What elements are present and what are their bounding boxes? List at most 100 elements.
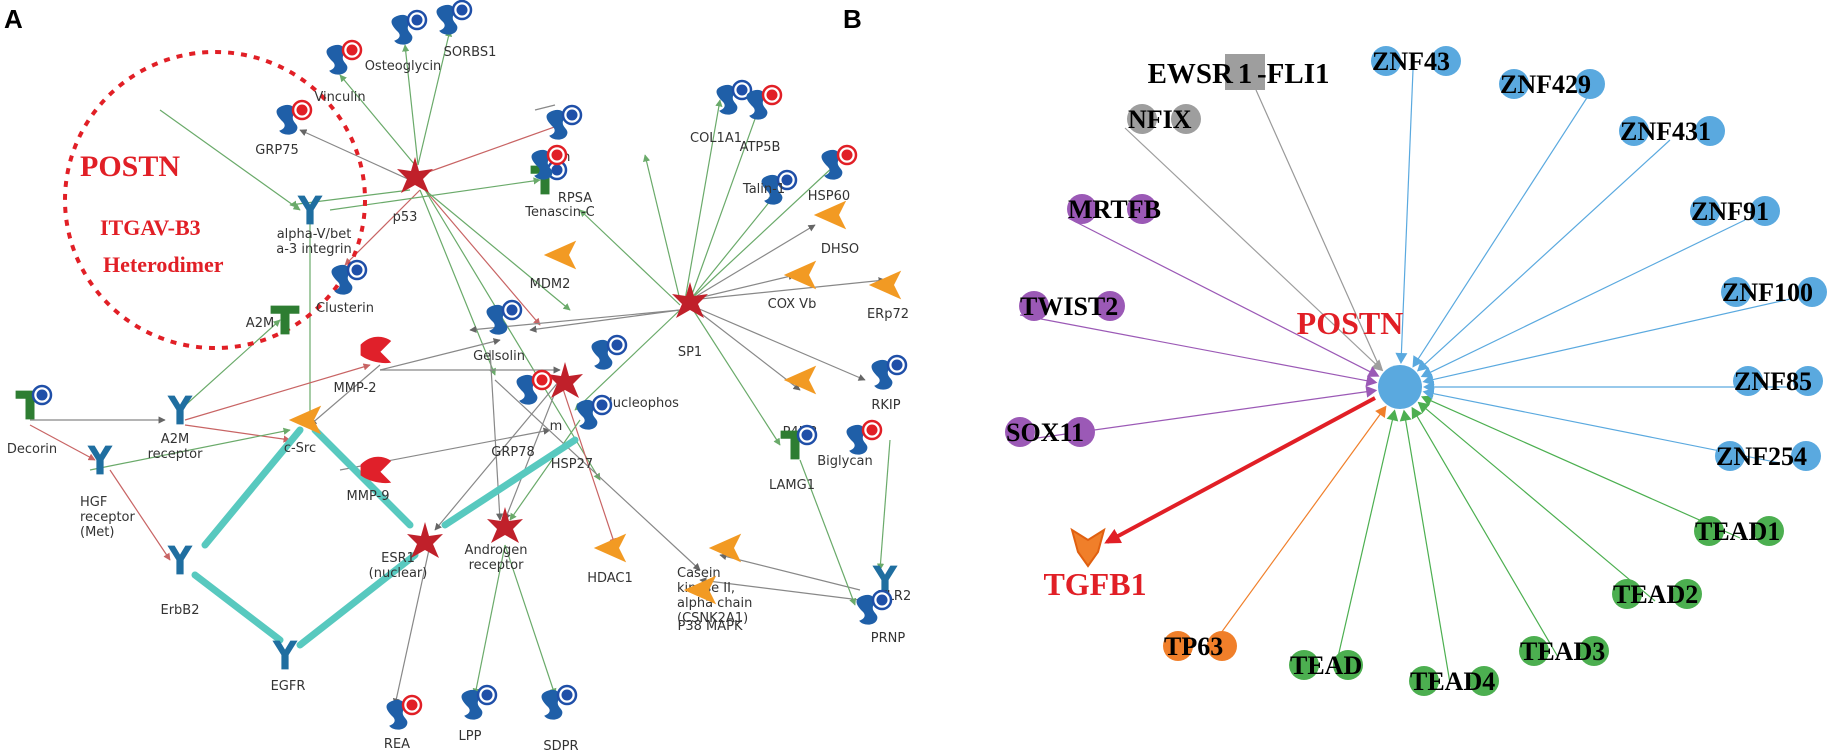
edge [799,459,857,606]
node-hsp27: HSP27 [551,394,613,472]
znf431-blob-left [1619,116,1649,146]
tead4-label: TEAD4 [1410,667,1495,696]
mdm2-icon [543,240,577,270]
osteoglycin-status-dot-fill [411,14,423,26]
erp72-icon [868,270,902,300]
talin-status-dot-fill [781,174,793,186]
node-rkip: RKIP [871,354,908,413]
node-decorin: Decorin [7,384,57,457]
node-esr1: ESR1(nuclear) [369,522,443,581]
vim-status-dot-fill [566,109,578,121]
gelsolin-status-dot-fill [506,304,518,316]
rkip-status-dot-fill [891,359,903,371]
tead1-blob-right [1754,516,1784,546]
dhso-label: DHSO [821,242,859,257]
postn-center-node [1378,365,1422,409]
tead1-label: TEAD1 [1695,517,1780,546]
node-sdpr: SDPR [541,684,579,754]
edge [159,109,301,211]
clusterin-label: Clusterin [316,301,374,316]
node-egfr: EGFR [271,640,305,694]
panel-b: POSTN EWSR 1 -FLI1 TGFB1 NFIXMRTFBTWIST2… [1005,46,1827,696]
vinculin-label: Vinculin [314,90,365,105]
znf431-blob-right [1695,116,1725,146]
node-biglycan: Biglycan [817,419,883,469]
tgfb1-node: TGFB1 [1043,527,1147,602]
tead2-label: TEAD2 [1613,580,1698,609]
node-lamg1: LAMG1 [769,424,818,493]
edge [689,164,836,301]
rpsa-status-dot-fill [551,149,563,161]
tenascin-label: Tenascin-C [524,205,594,220]
talin-label: Talin-1 [742,182,785,197]
arrowhead-tead2 [1417,401,1430,414]
edge [419,189,496,376]
node-znf43: ZNF43 [1371,46,1461,76]
tgfb1-label: TGFB1 [1043,566,1146,602]
thick-edge [441,436,579,529]
znf254-blob-right [1791,441,1821,471]
tead-blob-left [1289,650,1319,680]
edge-nfix [1124,127,1382,370]
ewsr1-left-label: EWSR [1148,58,1234,90]
znf85-blob-right [1793,366,1823,396]
znf429-blob-right [1575,69,1605,99]
edge [494,379,701,571]
col1a1-status-dot-fill [736,84,748,96]
node-col1a1: COL1A1 [690,79,753,146]
edge [689,304,801,391]
znf254-label: ZNF254 [1716,442,1807,471]
atp5b-status-dot-fill [766,89,778,101]
edge [504,544,557,696]
edge [184,363,371,421]
node-sp1: SP1 [672,282,708,360]
arrowhead-znf429 [1412,355,1424,368]
node-hsp60: HSP60 [808,144,858,204]
rpsa-label: RPSA [558,191,592,206]
tead2-blob-left [1612,579,1642,609]
arrowhead-tead3 [1411,406,1423,420]
osteoglycin-label: Osteoglycin [365,59,442,74]
sm-label: m [550,419,563,434]
lamg1-label: LAMG1 [769,478,815,493]
edge [684,99,723,301]
tead-label: TEAD [1290,651,1362,680]
mrtfb-label: MRTFB [1068,195,1161,224]
biglycan-label: Biglycan [817,454,872,469]
edge [289,189,411,208]
edge [309,364,381,426]
tead1-blob-left [1694,516,1724,546]
edge [689,304,866,381]
node-hdac1: HDAC1 [587,533,633,586]
edge-tead [1334,412,1395,671]
arrowhead-znf43 [1395,352,1408,365]
arrowhead-nfix [1371,359,1384,372]
edge [689,277,886,301]
edge [472,544,506,696]
sdpr-label: SDPR [543,739,578,754]
rea-status-dot-fill [406,699,418,711]
sorbs1-label: SORBS1 [444,45,497,60]
node-atp5b: ATP5B [740,84,783,155]
node-znf100: ZNF100 [1721,277,1827,307]
tead3-label: TEAD3 [1520,637,1605,666]
hsp60-status-dot-fill [841,149,853,161]
arrowhead-mrtfb [1366,366,1380,377]
node-znf91: ZNF91 [1690,196,1780,226]
panel-b-nodes: NFIXMRTFBTWIST2SOX11TP63TEADTEAD4TEAD3TE… [1005,46,1827,696]
tead-blob-right [1333,650,1363,680]
node-sorbs1: SORBS1 [436,0,497,60]
edge [689,272,796,301]
znf100-blob-right [1797,277,1827,307]
edge [579,209,681,306]
arrowhead-tead [1386,409,1399,422]
panel-a-letter: A [4,4,23,34]
node-mrtfb: MRTFB [1067,194,1161,224]
node-clusterin: Clusterin [316,259,374,316]
tgfb1-edge [1104,396,1376,544]
